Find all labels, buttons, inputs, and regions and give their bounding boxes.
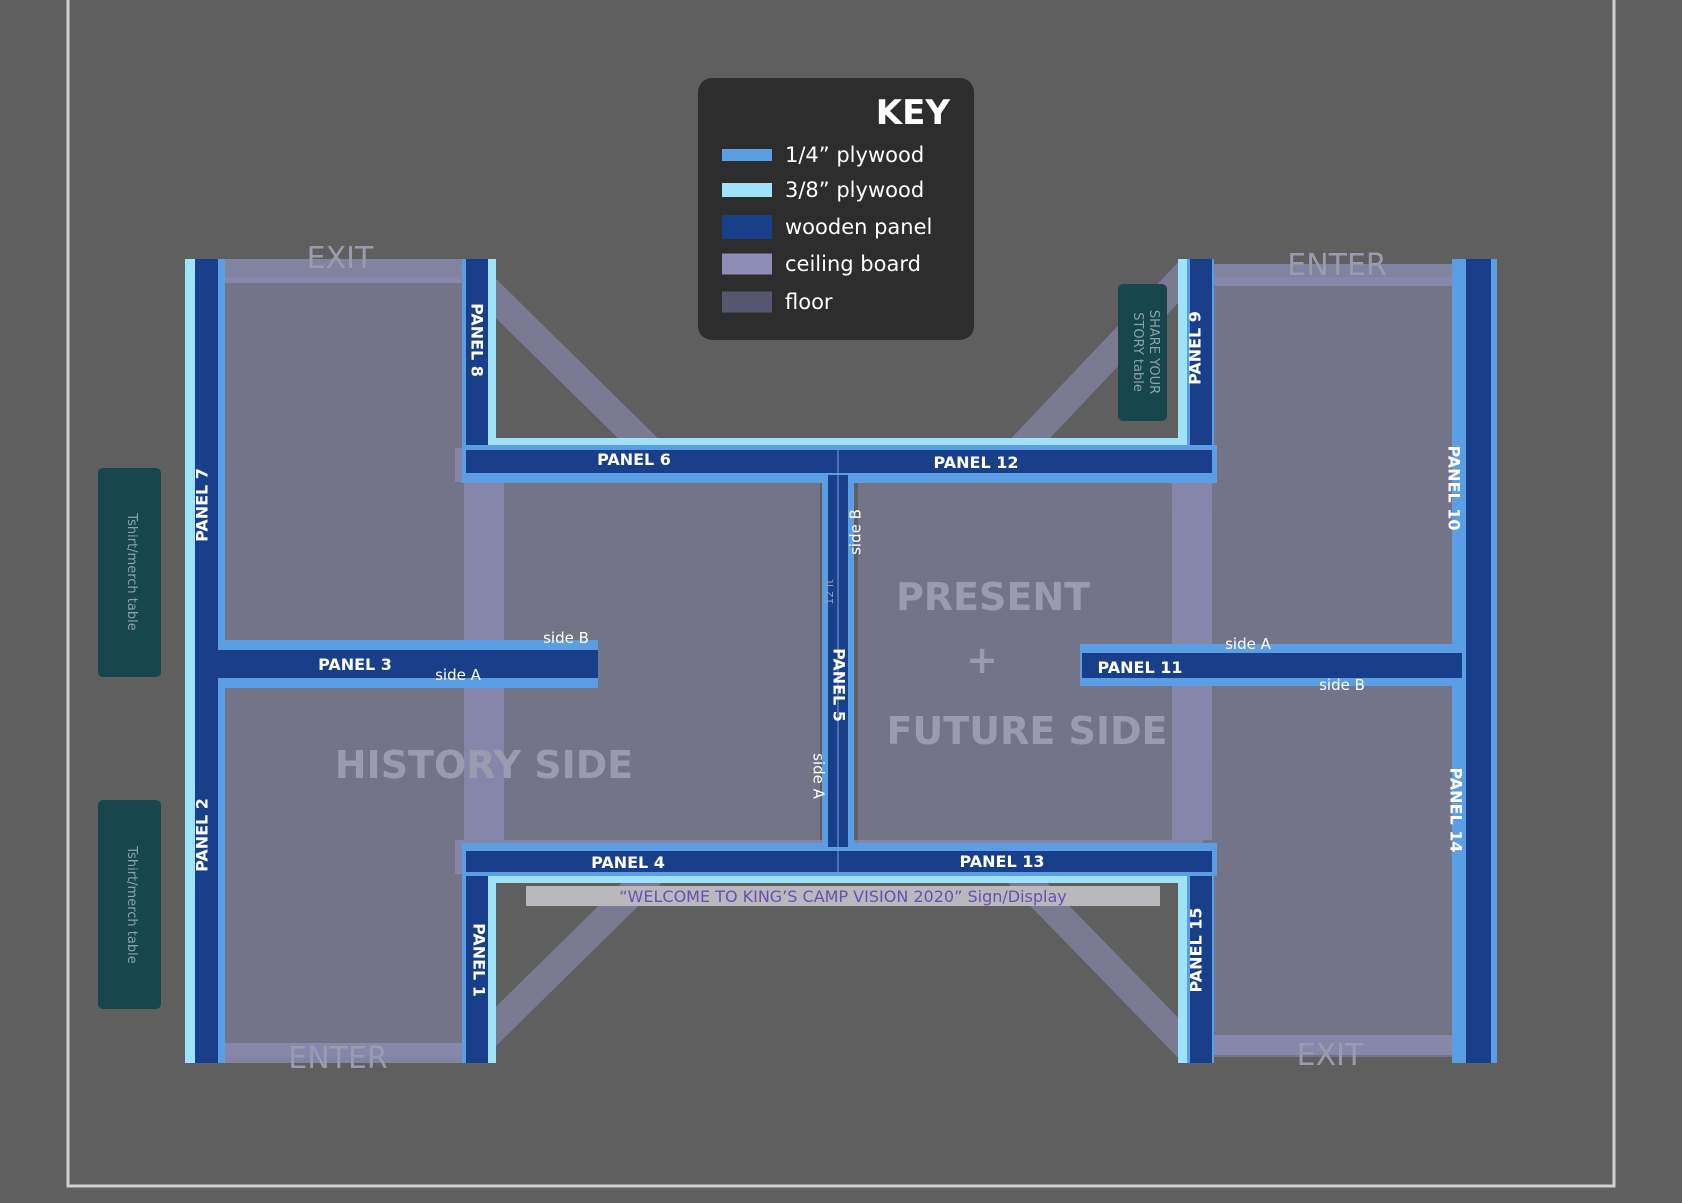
key-item-label: 3/8” plywood	[785, 178, 924, 202]
future-side-label: FUTURE SIDE	[886, 709, 1167, 753]
panel-3-label: PANEL 3	[318, 655, 392, 674]
panel-10-label: PANEL 10	[1445, 446, 1464, 531]
panel-12-label: PANEL 12	[934, 453, 1019, 472]
key-swatch	[722, 215, 772, 239]
key-swatch	[722, 291, 772, 313]
merch-table-label: Tshirt/merch table	[124, 845, 139, 963]
panel-3-side-b: side B	[543, 629, 589, 647]
panel-4-label: PANEL 4	[591, 853, 665, 872]
panel-2-label: PANEL 2	[193, 798, 212, 872]
panel-5-label: PANEL 5	[830, 648, 849, 722]
key-item-label: ceiling board	[785, 252, 921, 276]
panel-9-label: PANEL 9	[1186, 311, 1205, 385]
panel-1-label: PANEL 1	[470, 923, 489, 997]
plywood-three-eighths	[185, 259, 1187, 1063]
panel-11-side-a: side A	[1225, 635, 1272, 653]
story-table[interactable]: SHARE YOUR STORY table	[1118, 284, 1167, 421]
key-legend: KEY 1/4” plywood 3/8” plywood wooden panel…	[698, 78, 974, 340]
panel-6-label: PANEL 6	[597, 450, 671, 469]
key-title: KEY	[876, 93, 951, 133]
exit-label-bottom-right: EXIT	[1297, 1038, 1364, 1073]
key-swatch	[722, 253, 772, 275]
room-boundary	[66, 0, 1616, 1188]
sign-label: “WELCOME TO KING’S CAMP VISION 2020” Sig…	[619, 887, 1066, 906]
panel-11-label: PANEL 11	[1098, 658, 1183, 677]
present-label: PRESENT	[896, 575, 1090, 619]
panel-5-side-b: side B	[847, 509, 865, 555]
history-side-label: HISTORY SIDE	[335, 743, 633, 787]
story-table-line1: SHARE YOUR	[1146, 310, 1161, 394]
panel-15-label: PANEL 15	[1187, 908, 1206, 993]
key-item-label: 1/4” plywood	[785, 143, 924, 167]
story-table-line2: STORY table	[1130, 312, 1145, 392]
sign-display	[526, 886, 1160, 906]
panel-5-measurement: 12 ft	[823, 579, 836, 605]
enter-label-top-right: ENTER	[1287, 248, 1387, 283]
panel-11-side-b: side B	[1319, 676, 1365, 694]
panel-7-label: PANEL 7	[193, 468, 212, 542]
merch-table-label: Tshirt/merch table	[124, 512, 139, 630]
key-swatch	[722, 183, 772, 197]
panel-13-label: PANEL 13	[960, 852, 1045, 871]
merch-table-2[interactable]: Tshirt/merch table	[98, 800, 161, 1009]
merch-table-shape	[98, 800, 161, 1009]
exit-label-top-left: EXIT	[307, 241, 374, 276]
story-table-shape	[1118, 284, 1167, 421]
key-items: 1/4” plywood 3/8” plywood wooden panel ceil…	[722, 143, 932, 314]
key-swatch	[722, 149, 772, 161]
enter-label-bottom-left: ENTER	[288, 1041, 388, 1076]
panel-14-label: PANEL 14	[1447, 768, 1466, 853]
key-item-label: floor	[785, 290, 833, 314]
key-item-label: wooden panel	[785, 215, 932, 239]
panel-8-label: PANEL 8	[468, 303, 487, 377]
panel-5-side-a: side A	[810, 753, 828, 800]
panel-3-side-a: side A	[435, 666, 482, 684]
plus-label: +	[966, 638, 998, 682]
merch-table-1[interactable]: Tshirt/merch table	[98, 468, 161, 677]
welcome-sign: “WELCOME TO KING’S CAMP VISION 2020” Sig…	[526, 886, 1160, 906]
wooden-panels	[195, 259, 1491, 1063]
merch-table-shape	[98, 468, 161, 677]
